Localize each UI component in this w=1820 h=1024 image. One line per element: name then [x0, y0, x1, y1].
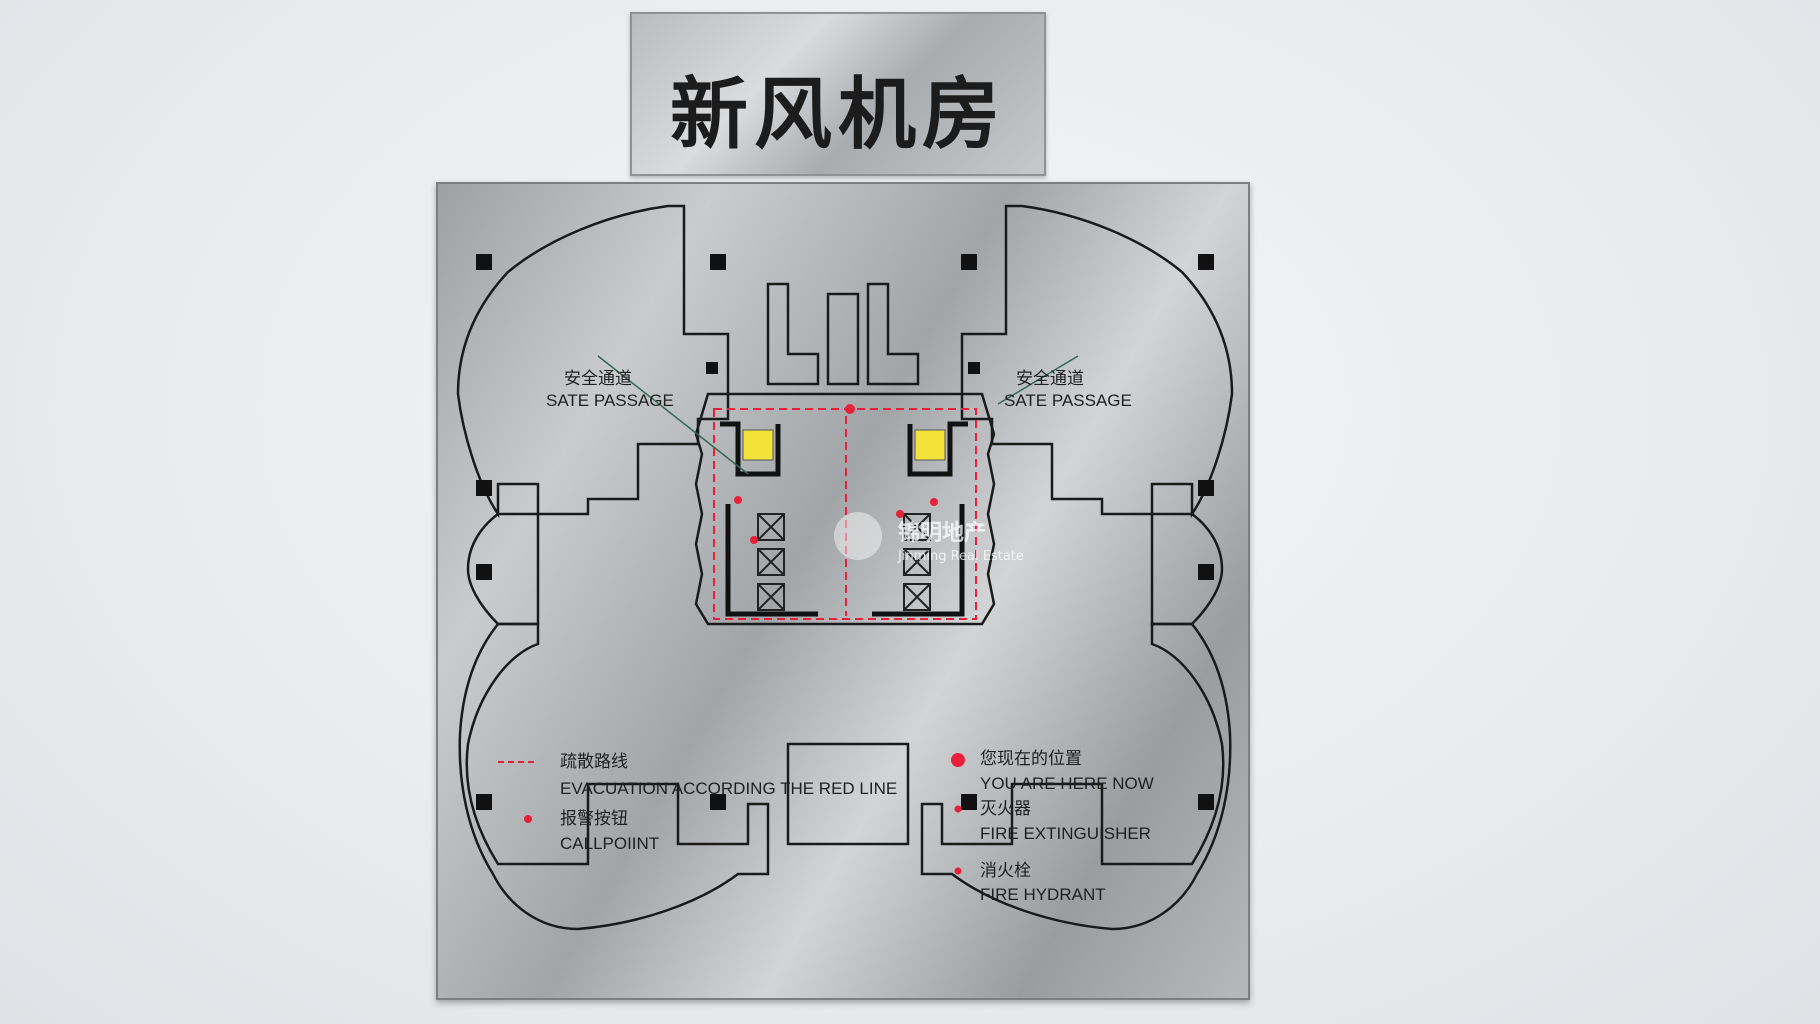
- red-markers: [734, 404, 938, 544]
- building-outline: [456, 204, 1234, 931]
- watermark: 锦明地产 Jinming Real Estate: [834, 512, 1024, 564]
- passage-label-left-en: SATE PASSAGE: [546, 391, 674, 410]
- sign-title-plate: 新风机房: [630, 12, 1046, 176]
- passage-label-left-cn: 安全通道: [564, 369, 632, 388]
- legend-extinguisher-en: FIRE EXTINGUISHER: [980, 824, 1151, 843]
- legend-extinguisher-cn: 灭火器: [980, 799, 1031, 818]
- legend-left: 疏散路线 EVACUATION ACCORDING THE RED LINE 报…: [498, 752, 897, 853]
- legend-callpoint-swatch: [524, 815, 532, 823]
- legend-here-en: YOU ARE HERE NOW: [980, 774, 1154, 793]
- legend-evacuation-cn: 疏散路线: [560, 752, 628, 771]
- legend-hydrant-cn: 消火栓: [980, 861, 1031, 880]
- legend-here-swatch: [951, 753, 965, 767]
- passage-label-right-en: SATE PASSAGE: [1004, 391, 1132, 410]
- stair-landings: [742, 429, 946, 461]
- watermark-logo-icon: [834, 512, 882, 560]
- sign-title: 新风机房: [669, 70, 1006, 160]
- legend-hydrant-swatch: [954, 867, 962, 875]
- legend-evacuation-en: EVACUATION ACCORDING THE RED LINE: [560, 779, 897, 798]
- watermark-cn: 锦明地产: [898, 520, 986, 546]
- column-markers: [476, 254, 1214, 810]
- legend-here-cn: 您现在的位置: [980, 749, 1082, 768]
- stair-walls: [720, 421, 968, 617]
- legend-extinguisher-swatch: [954, 805, 962, 813]
- passage-leaders: [597, 355, 1079, 475]
- legend-callpoint-en: CALLPOIINT: [560, 834, 659, 853]
- legend-callpoint-cn: 报警按钮: [560, 809, 628, 828]
- floor-plan-plate: 安全通道 SATE PASSAGE 安全通道 SATE PASSAGE 疏散路线…: [436, 182, 1250, 1000]
- legend-right: 您现在的位置 YOU ARE HERE NOW 灭火器 FIRE EXTINGU…: [951, 749, 1154, 904]
- passage-label-right-cn: 安全通道: [1016, 369, 1084, 388]
- watermark-en: Jinming Real Estate: [897, 549, 1024, 564]
- floor-plan: 安全通道 SATE PASSAGE 安全通道 SATE PASSAGE 疏散路线…: [456, 204, 1234, 931]
- legend-hydrant-en: FIRE HYDRANT: [980, 885, 1106, 904]
- elevators: [757, 513, 931, 611]
